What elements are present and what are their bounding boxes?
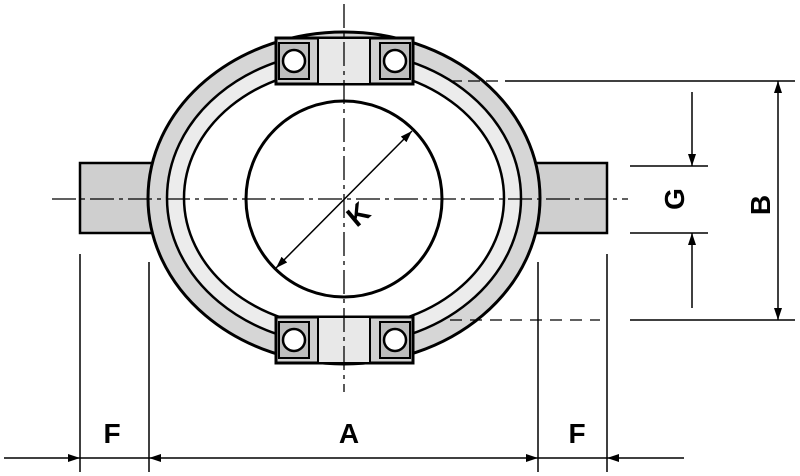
label-a: A	[339, 418, 359, 449]
label-f-left: F	[103, 418, 120, 449]
label-f-right: F	[568, 418, 585, 449]
right-trunnion	[533, 161, 609, 235]
k-dimension-line	[275, 130, 413, 269]
left-trunnion	[78, 161, 154, 235]
label-g: G	[659, 188, 690, 210]
label-b: B	[745, 195, 776, 215]
